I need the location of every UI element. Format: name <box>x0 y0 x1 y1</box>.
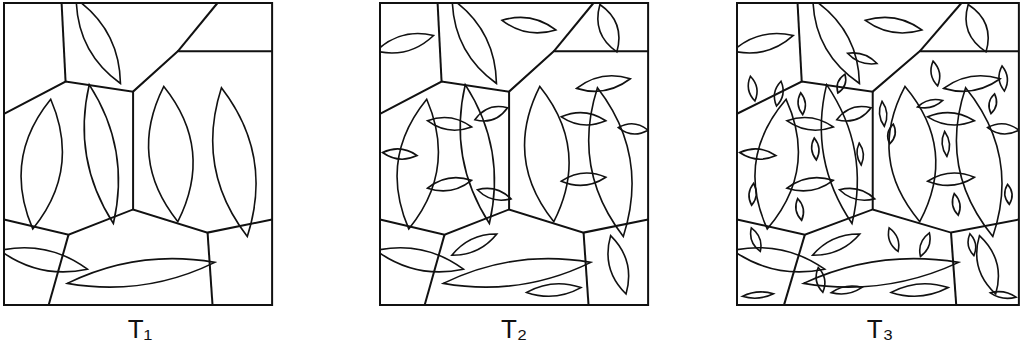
temperature-label: T₁ <box>128 316 153 342</box>
panel-t2 <box>374 0 649 305</box>
panel-t3 <box>731 0 1020 305</box>
panel-t1 <box>0 0 272 305</box>
temperature-label: T₃ <box>867 316 893 342</box>
temperature-label: T₂ <box>501 316 527 342</box>
